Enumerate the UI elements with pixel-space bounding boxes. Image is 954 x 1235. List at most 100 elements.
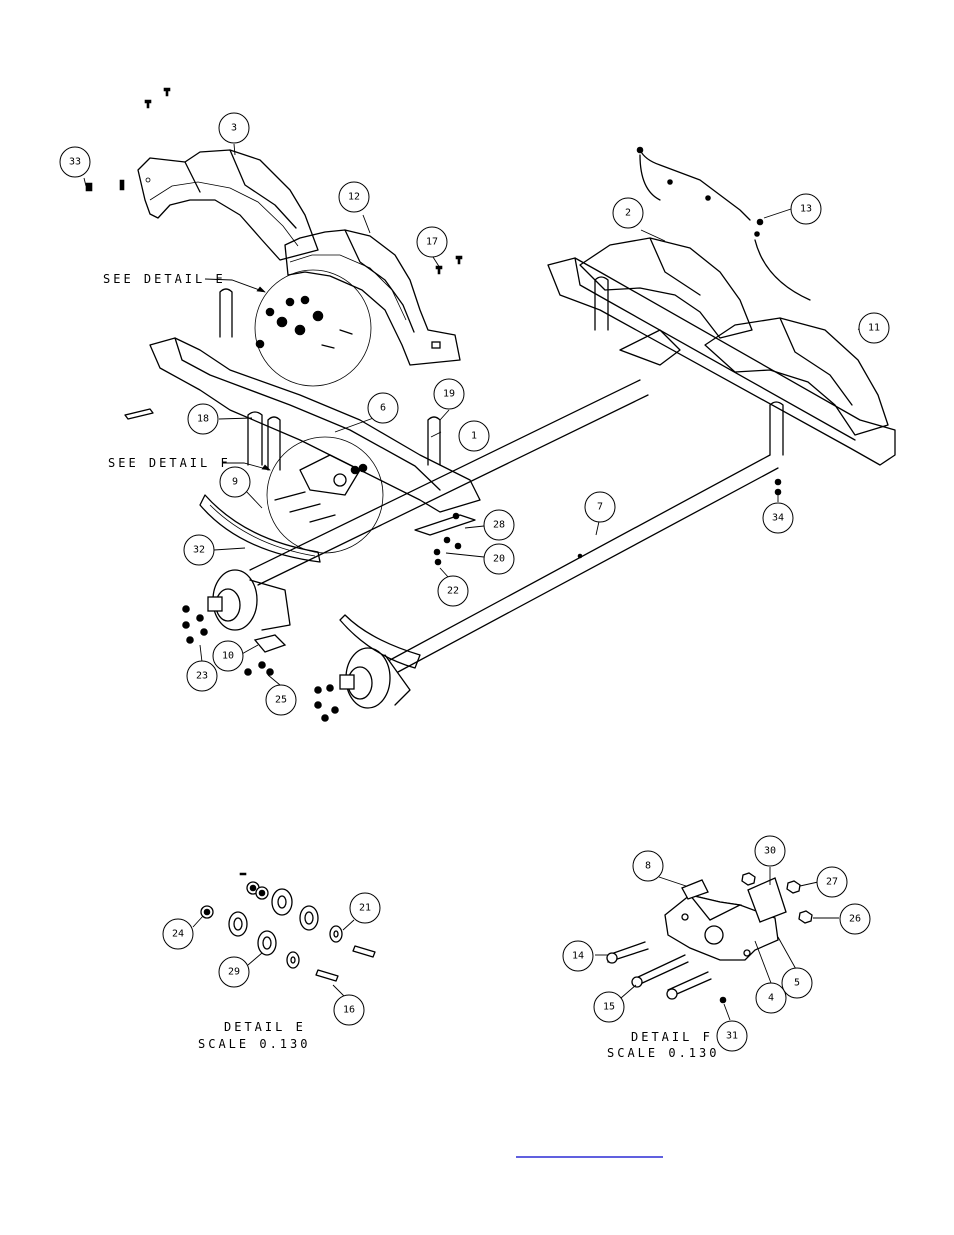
balloon-circle [183, 534, 215, 566]
balloon-circle [584, 491, 616, 523]
balloon-circle [218, 956, 250, 988]
balloon-circle [333, 994, 365, 1026]
balloon-7: 7 [584, 491, 616, 523]
balloon-circle [212, 640, 244, 672]
balloon-22: 22 [437, 575, 469, 607]
balloon-3: 3 [218, 112, 250, 144]
balloon-circle [754, 835, 786, 867]
balloon-number: 10 [222, 651, 234, 662]
tie-plate [253, 634, 287, 653]
balloon-circle [483, 509, 515, 541]
fender-left-front [284, 229, 461, 366]
balloon-27: 27 [816, 866, 848, 898]
balloon-circle [790, 193, 822, 225]
svg-text:SEE DETAIL F: SEE DETAIL F [108, 456, 231, 470]
balloon-number: 1 [471, 431, 477, 442]
balloon-30: 30 [754, 835, 786, 867]
balloon-31: 31 [716, 1020, 748, 1052]
balloon-circle [416, 226, 448, 258]
detail-f-circle [266, 436, 384, 554]
balloon-34: 34 [762, 502, 794, 534]
detail-e: DETAIL E SCALE 0.130 [198, 872, 376, 1051]
balloon-number: 14 [572, 951, 584, 962]
balloon-5: 5 [781, 967, 813, 999]
balloon-33: 33 [59, 146, 91, 178]
balloon-circle [187, 403, 219, 435]
balloon-circle [219, 466, 251, 498]
balloon-20: 20 [483, 543, 515, 575]
balloon-number: 2 [625, 208, 631, 219]
balloon-10: 10 [212, 640, 244, 672]
frame-right [547, 257, 896, 466]
balloon-circle [562, 940, 594, 972]
balloon-number: 29 [228, 967, 240, 978]
balloon-number: 23 [196, 671, 208, 682]
lug-nuts [182, 605, 339, 722]
fender-screws [144, 87, 171, 109]
hub-right [339, 614, 421, 709]
balloon-25: 25 [265, 684, 297, 716]
balloon-12: 12 [338, 181, 370, 213]
balloon-circle [367, 392, 399, 424]
balloon-number: 25 [275, 695, 287, 706]
balloon-13: 13 [790, 193, 822, 225]
balloon-18: 18 [187, 403, 219, 435]
balloon-28: 28 [483, 509, 515, 541]
balloon-number: 27 [826, 877, 838, 888]
balloon-circle [632, 850, 664, 882]
brake-line [636, 146, 811, 301]
item-balloons: 1234567891011121314151617181920212223242… [59, 112, 890, 1052]
balloon-circle [349, 892, 381, 924]
balloon-number: 3 [231, 123, 237, 134]
balloon-9: 9 [219, 466, 251, 498]
balloon-8: 8 [632, 850, 664, 882]
balloon-6: 6 [367, 392, 399, 424]
balloon-circle [816, 866, 848, 898]
balloon-11: 11 [858, 312, 890, 344]
balloon-number: 11 [868, 323, 880, 334]
balloon-19: 19 [433, 378, 465, 410]
svg-text:SCALE 0.130: SCALE 0.130 [607, 1046, 719, 1060]
balloon-number: 8 [645, 861, 651, 872]
leaf-spring-left [199, 494, 321, 563]
balloon-number: 26 [849, 914, 861, 925]
detail-e-circle [254, 269, 372, 387]
balloon-circle [338, 181, 370, 213]
balloon-circle [755, 982, 787, 1014]
balloon-number: 32 [193, 545, 205, 556]
svg-text:DETAIL E: DETAIL E [224, 1020, 306, 1034]
balloon-21: 21 [349, 892, 381, 924]
balloon-circle [781, 967, 813, 999]
balloon-circle [716, 1020, 748, 1052]
balloon-circle [762, 502, 794, 534]
frame-left [124, 288, 481, 513]
fender-right-front [704, 317, 889, 436]
balloon-number: 5 [794, 978, 800, 989]
balloon-number: 24 [172, 929, 184, 940]
balloon-circle [162, 918, 194, 950]
balloon-4: 4 [755, 982, 787, 1014]
svg-text:SCALE 0.130: SCALE 0.130 [198, 1037, 310, 1051]
svg-text:DETAIL F: DETAIL F [631, 1030, 713, 1044]
balloon-circle [59, 146, 91, 178]
balloon-number: 20 [493, 554, 505, 565]
balloon-15: 15 [593, 991, 625, 1023]
balloon-29: 29 [218, 956, 250, 988]
svg-text:SEE DETAIL E: SEE DETAIL E [103, 272, 226, 286]
balloon-number: 4 [768, 993, 774, 1004]
detail-f: DETAIL F SCALE 0.130 [606, 872, 813, 1060]
balloon-1: 1 [458, 420, 490, 452]
balloon-number: 7 [597, 502, 603, 513]
balloon-24: 24 [162, 918, 194, 950]
balloon-17: 17 [416, 226, 448, 258]
axle-left [249, 329, 681, 586]
balloon-number: 31 [726, 1031, 738, 1042]
fender-left-rear [137, 149, 319, 261]
balloon-number: 30 [764, 846, 776, 857]
balloon-circle [483, 543, 515, 575]
balloon-number: 9 [232, 477, 238, 488]
hub-left [207, 569, 291, 631]
balloon-circle [593, 991, 625, 1023]
balloon-number: 6 [380, 403, 386, 414]
